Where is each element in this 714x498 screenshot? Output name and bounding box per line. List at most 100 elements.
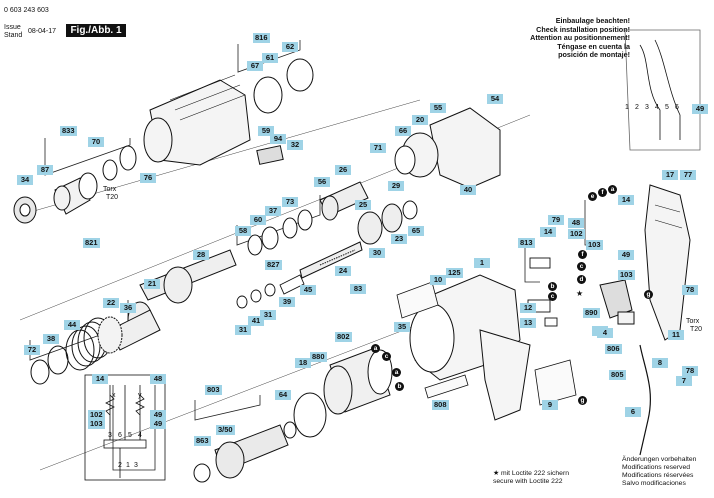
part-label: 103 — [586, 240, 603, 250]
connection-marker: b — [395, 382, 404, 391]
part-label: 71 — [370, 143, 386, 153]
part-label: 103 — [618, 270, 635, 280]
part-label: 31 — [260, 310, 276, 320]
part-label: 802 — [335, 332, 352, 342]
part-label: 48 — [568, 218, 584, 228]
terminal-number: 6 — [118, 432, 122, 439]
loctite-note-line: secure with Loctite 222 — [493, 478, 563, 485]
part-label: 12 — [520, 303, 536, 313]
part-label: 26 — [335, 165, 351, 175]
part-label: 39 — [279, 297, 295, 307]
connection-marker: c — [548, 292, 557, 301]
loctite-star-marker: ★ — [576, 289, 584, 298]
switch-number: 1 — [126, 462, 130, 469]
part-label: 56 — [314, 177, 330, 187]
torx-label: T20 — [690, 326, 703, 333]
connection-marker: g — [578, 396, 587, 405]
part-label: 1 — [474, 258, 490, 268]
loctite-note-line: ★ mit Loctite 222 sichern — [493, 470, 569, 477]
part-1-motor-housing — [409, 274, 531, 421]
part-label: 31 — [235, 325, 251, 335]
inset-number: 3 — [645, 104, 649, 111]
part-816-gear-housing — [143, 58, 314, 166]
part-label: 77 — [680, 170, 696, 180]
part-label: 4 — [597, 328, 613, 338]
part-label: 21 — [144, 279, 160, 289]
part-label: 61 — [262, 53, 278, 63]
part-label: 60 — [250, 215, 266, 225]
part-label: 816 — [253, 33, 270, 43]
part-label: 83 — [350, 284, 366, 294]
part-34-nut — [13, 196, 37, 224]
figure-title: Fig./Abb. 1 — [66, 24, 126, 37]
loctite-note: ★ mit Loctite 222 sichern secure with Lo… — [493, 470, 569, 486]
terminal-number: 4 — [138, 432, 142, 439]
connection-marker: a — [608, 185, 617, 194]
part-label: 808 — [432, 400, 449, 410]
part-label: 49 — [692, 104, 708, 114]
part-label: 94 — [270, 134, 286, 144]
part-label: 890 — [583, 308, 600, 318]
part-label: 55 — [430, 103, 446, 113]
part-label: 32 — [287, 140, 303, 150]
part-label: 76 — [140, 173, 156, 183]
part-label: 35 — [394, 322, 410, 332]
part-label: 49 — [150, 419, 166, 429]
part-label: 40 — [460, 185, 476, 195]
torx-label: Torx — [103, 186, 117, 193]
drawing-number: 0 603 243 603 — [4, 7, 49, 14]
part-label: 14 — [540, 227, 556, 237]
part-label: 30 — [369, 248, 385, 258]
part-label: 29 — [388, 181, 404, 191]
switch-number: 2 — [118, 462, 122, 469]
inset-number: 4 — [655, 104, 659, 111]
part-label: 44 — [64, 320, 80, 330]
part-label: 22 — [103, 298, 119, 308]
modification-note: Änderungen vorbehalten Modifications res… — [622, 456, 696, 488]
part-label: 10 — [430, 275, 446, 285]
part-label: 79 — [548, 215, 564, 225]
part-label: 37 — [265, 206, 281, 216]
connection-marker: a — [392, 368, 401, 377]
part-label: 14 — [618, 195, 634, 205]
part-label: 3/50 — [216, 425, 235, 435]
connection-marker: a — [371, 344, 380, 353]
inset-number: 1 — [625, 104, 629, 111]
part-label: 66 — [395, 126, 411, 136]
part-label: 805 — [609, 370, 626, 380]
part-label: 58 — [235, 226, 251, 236]
part-label: 45 — [300, 285, 316, 295]
inset-number: 2 — [635, 104, 639, 111]
part-label: 72 — [24, 345, 40, 355]
issue-label: Issue — [4, 24, 21, 31]
part-label: 803 — [205, 385, 222, 395]
issue-date: 08-04-17 — [28, 28, 57, 35]
part-label: 36 — [120, 303, 136, 313]
part-label: 41 — [248, 316, 264, 326]
torx-label: Torx — [686, 318, 700, 325]
warning-line: Attention au positionnement! — [530, 33, 630, 42]
part-label: 73 — [282, 197, 298, 207]
terminal-number: 3 — [108, 432, 112, 439]
connection-marker: f — [598, 188, 607, 197]
part-label: 78 — [682, 366, 698, 376]
inset-letter: x — [112, 392, 116, 399]
warning-line: Check installation position! — [536, 24, 630, 34]
inset-wiring-diagram — [84, 374, 166, 481]
part-label: 6 — [625, 407, 641, 417]
warning-line: posición de montaje! — [558, 50, 630, 59]
connection-marker: f — [578, 250, 587, 259]
modification-note-line: Salvo modificaciones — [622, 480, 686, 487]
torx-label: T20 — [106, 194, 119, 201]
part-label: 48 — [150, 374, 166, 384]
part-label: 78 — [682, 285, 698, 295]
connection-marker: e — [588, 192, 597, 201]
connection-marker: b — [548, 282, 557, 291]
part-label: 13 — [520, 318, 536, 328]
part-label: 49 — [618, 250, 634, 260]
part-label: 34 — [17, 175, 33, 185]
connection-marker: d — [577, 275, 586, 284]
part-label: 54 — [487, 94, 503, 104]
